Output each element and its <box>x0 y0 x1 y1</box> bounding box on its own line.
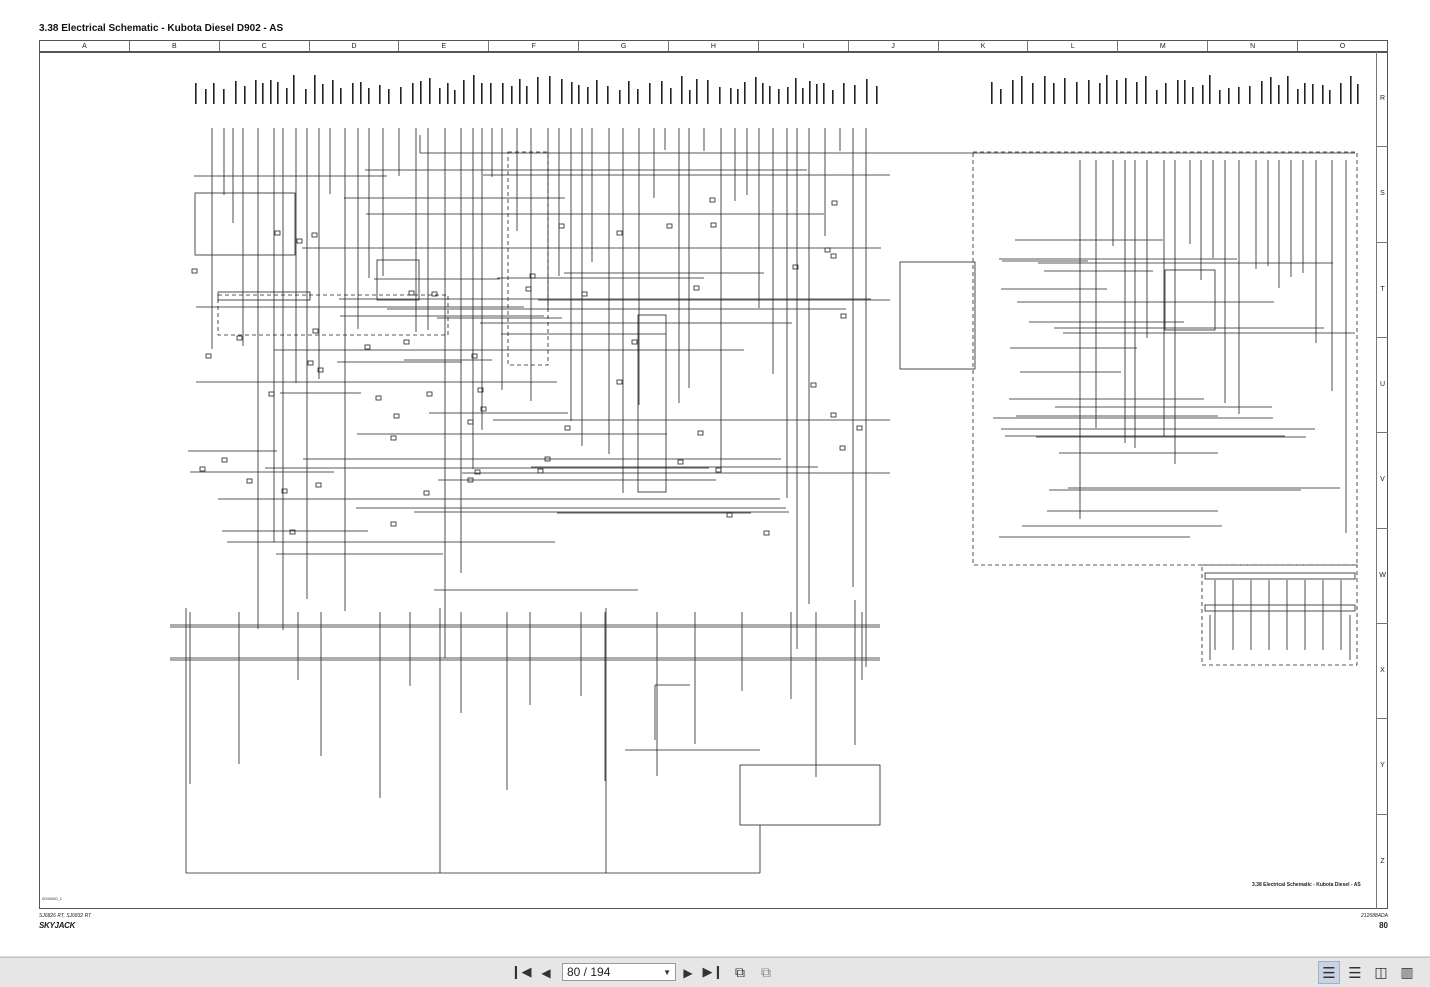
terminal-label-marks <box>195 75 1359 104</box>
column-label-j: J <box>849 41 939 51</box>
next-page-icon[interactable]: ▶ <box>683 965 693 980</box>
single-page-icon[interactable]: ☰ <box>1318 961 1340 984</box>
column-label-a: A <box>40 41 130 51</box>
facing-pages-icon[interactable]: ◫ <box>1374 964 1388 981</box>
row-label-r: R <box>1377 52 1388 148</box>
view-forward-icon[interactable]: ⧉ <box>761 964 771 981</box>
schematic-frame <box>39 52 1388 909</box>
row-label-t: T <box>1377 243 1388 338</box>
cover-pages-icon[interactable]: ▥ <box>1400 964 1414 981</box>
column-label-o: O <box>1339 43 1346 50</box>
wiring-schematic <box>170 75 1359 874</box>
column-label-c: C <box>220 41 310 51</box>
row-label-s: S <box>1377 147 1388 243</box>
page-number-field[interactable]: 80 / 194 ▼ <box>562 963 676 981</box>
row-label-z: Z <box>1380 857 1385 865</box>
drawing-reference: 0000000_1 <box>42 896 63 901</box>
row-label-v: V <box>1377 433 1388 529</box>
view-back-icon[interactable]: ⧉ <box>735 964 745 981</box>
model-names: SJ6826 RT, SJ6832 RT <box>39 913 92 919</box>
column-label-b: B <box>130 41 220 51</box>
chevron-down-icon[interactable]: ▼ <box>663 967 671 977</box>
column-label-f: F <box>489 41 580 51</box>
column-label-d: D <box>310 41 400 51</box>
last-page-icon[interactable]: ▶❙ <box>702 965 724 980</box>
row-label-y: Y <box>1377 719 1388 815</box>
column-label-l: L <box>1028 41 1119 51</box>
schematic-caption: 3.38 Electrical Schematic - Kubota Diese… <box>1252 882 1361 888</box>
row-label-x: X <box>1377 624 1388 720</box>
column-label-i: I <box>759 41 849 51</box>
wiring-lines <box>170 128 1358 874</box>
column-label-e: E <box>399 41 490 51</box>
document-page: 3.38 Electrical Schematic - Kubota Diese… <box>0 0 1430 956</box>
row-label-w: W <box>1377 529 1388 624</box>
column-label-h: H <box>669 41 759 51</box>
row-label-u: U <box>1377 338 1388 434</box>
column-label-g: G <box>579 41 670 51</box>
column-label-k: K <box>939 41 1029 51</box>
first-page-icon[interactable]: ❙◀ <box>510 965 532 980</box>
previous-page-icon[interactable]: ◀ <box>541 965 551 980</box>
continuous-page-icon[interactable]: ☰ <box>1348 963 1362 982</box>
document-number: 212688ADA <box>1361 913 1388 919</box>
brand-logo: SKYJACK <box>39 921 76 930</box>
column-label-m: M <box>1118 41 1209 51</box>
page-number: 80 <box>1379 921 1388 930</box>
viewer-toolbar: ❙◀ ◀ ▶ ▶❙ ⧉ ⧉ ☰ ☰ ◫ ▥ <box>0 957 1430 987</box>
page-title: 3.38 Electrical Schematic - Kubota Diese… <box>39 23 284 34</box>
column-label-n: N <box>1208 41 1299 51</box>
page-number-value: 80 / 194 <box>567 965 611 979</box>
